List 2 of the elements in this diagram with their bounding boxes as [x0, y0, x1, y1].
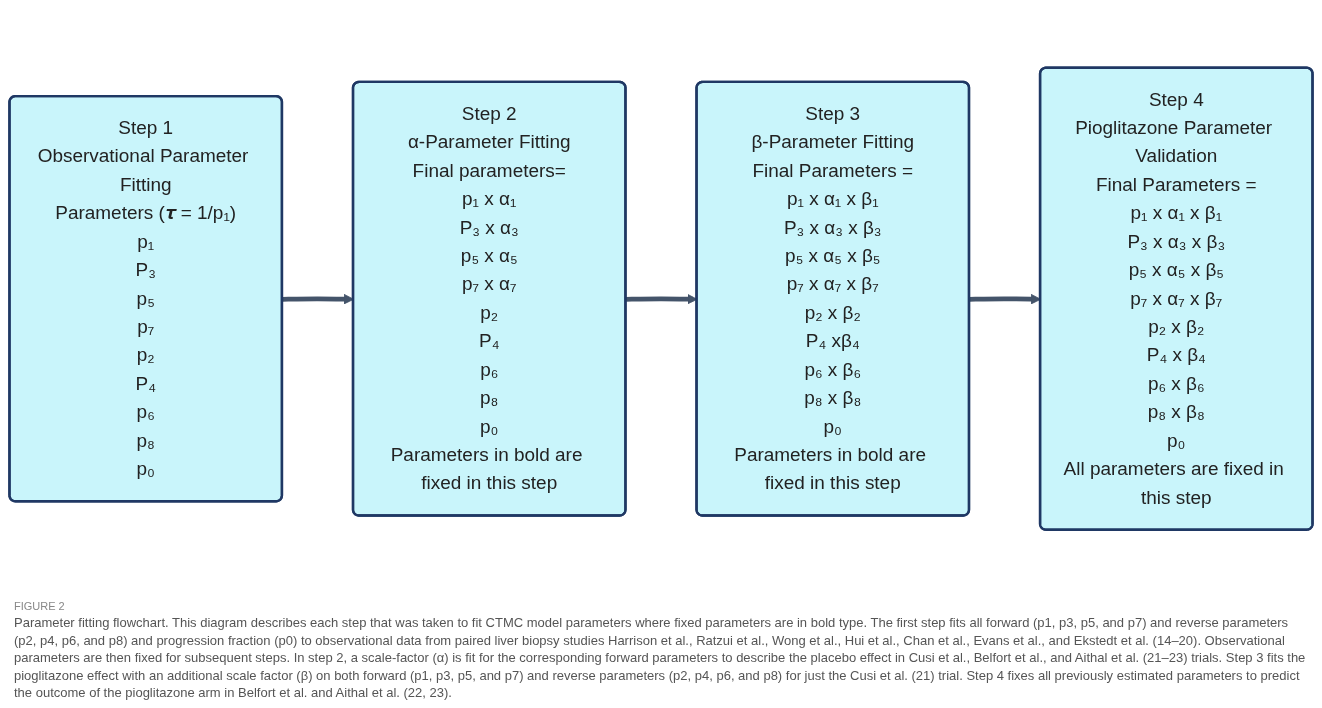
caption: Parameter fitting flowchart. This diagram describes each step that was taken to fit CTMC model parameters where fixed parameters are in bold type. The first step fits all forward (p1, p3, p5, and p7) and reverse parameters (p2, p4, p6, and p8) and progression fraction (p0) to observational data from paired liver biopsy studies Harrison et al., Ratzui et al., Wong et al., Hui et al., Chan et al., Evans et al., and Ekstedt et al. (14–20). Observational parameters are then fixed for subsequent steps. In step 2, a scale-factor (α) is fit for the corresponding forward parameters to describe the placebo effect in Cusi et al., Belfort et al., and Aithal et al. (21–23) trials. Step 3 fits the pioglitazone effect with an additional scale factor (β) on both forward (p1, p3, p5, and p7) and reverse parameters (p2, p4, p6, and p8) for just the Cusi et al. (21) trial. Step 4 fixes all previously estimated parameters to predict the outcome of the pioglitazone arm in Belfort et al. and Aithal et al. (22, 23). [14, 614, 1307, 702]
figure-label: FIGURE 2 [14, 599, 66, 615]
